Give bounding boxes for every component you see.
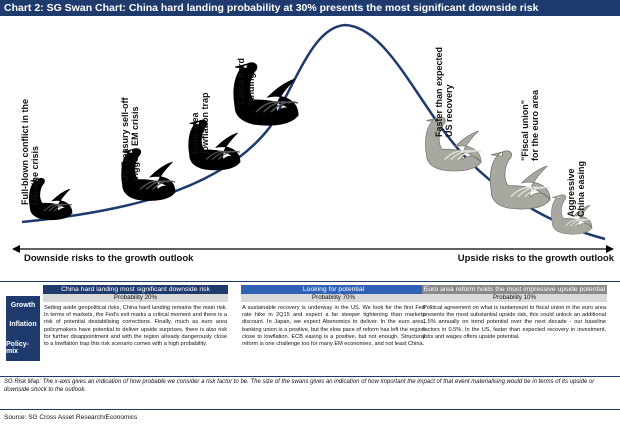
divider [0,409,620,410]
panel-probability: Probability 20% [43,294,228,302]
side-label-inflation: Inflation [9,321,37,329]
panel-header: Euro area reform holds the most impressi… [422,285,607,294]
swan-6 [489,150,551,210]
divider [0,376,620,377]
panel-text: A sustainable recovery is underway in th… [242,305,425,348]
left-arrow-icon [12,245,20,253]
swan-5 [425,116,482,172]
chart-title: Chart 2: SG Swan Chart: China hard landi… [0,0,620,16]
swan-2 [121,148,176,201]
downside-axis-label: Downside risks to the growth outlook [24,253,194,264]
panel-base: Looking for potential Probability 70% A … [241,285,426,348]
swan-7 [551,194,593,235]
swan-chart-svg [12,23,614,253]
swan-label-2: US Treasury sell-off triggers EM crisis [120,97,140,182]
swan-label-7: Aggressive China easing [566,160,586,217]
panel-probability: Probability 70% [241,294,426,302]
footnote: SG Risk Map: The x-axis gives an indicat… [4,379,595,393]
swan-4 [233,62,299,126]
panel-header: Looking for potential [241,285,426,294]
side-label-growth: Growth [10,302,36,310]
divider [0,281,620,282]
side-labels: Growth Inflation Policy-mix [6,296,40,361]
right-arrow-icon [606,245,614,253]
panel-header: China hard landing most significant down… [43,285,228,294]
panel-probability: Probability 10% [422,294,607,302]
panel-text: Setting aside geopolitical risks, China … [44,305,227,348]
upside-axis-label: Upside risks to the growth outlook [457,253,614,264]
swan-label-6: "Fiscal union" for the euro area [520,89,540,161]
side-label-policy: Policy-mix [6,340,29,355]
swan-3 [188,119,241,171]
swan-label-3: Euro area lowflation trap [190,92,210,155]
panel-text: Political agreement on what is tantamoun… [423,305,606,340]
source-text: Source: SG Cross Asset Research/Economic… [4,414,138,421]
swan-label-5: Faster than expected US recovery [434,46,454,137]
panel-upside: Euro area reform holds the most impressi… [422,285,607,341]
swan-1 [28,177,73,221]
panel-downside: China hard landing most significant down… [43,285,228,348]
swan-label-1: Full-blown conflict in the Ukraine crisi… [20,99,40,205]
swan-label-4: China hard landing [236,57,256,105]
swan-chart: Full-blown conflict in the Ukraine crisi… [0,17,620,271]
